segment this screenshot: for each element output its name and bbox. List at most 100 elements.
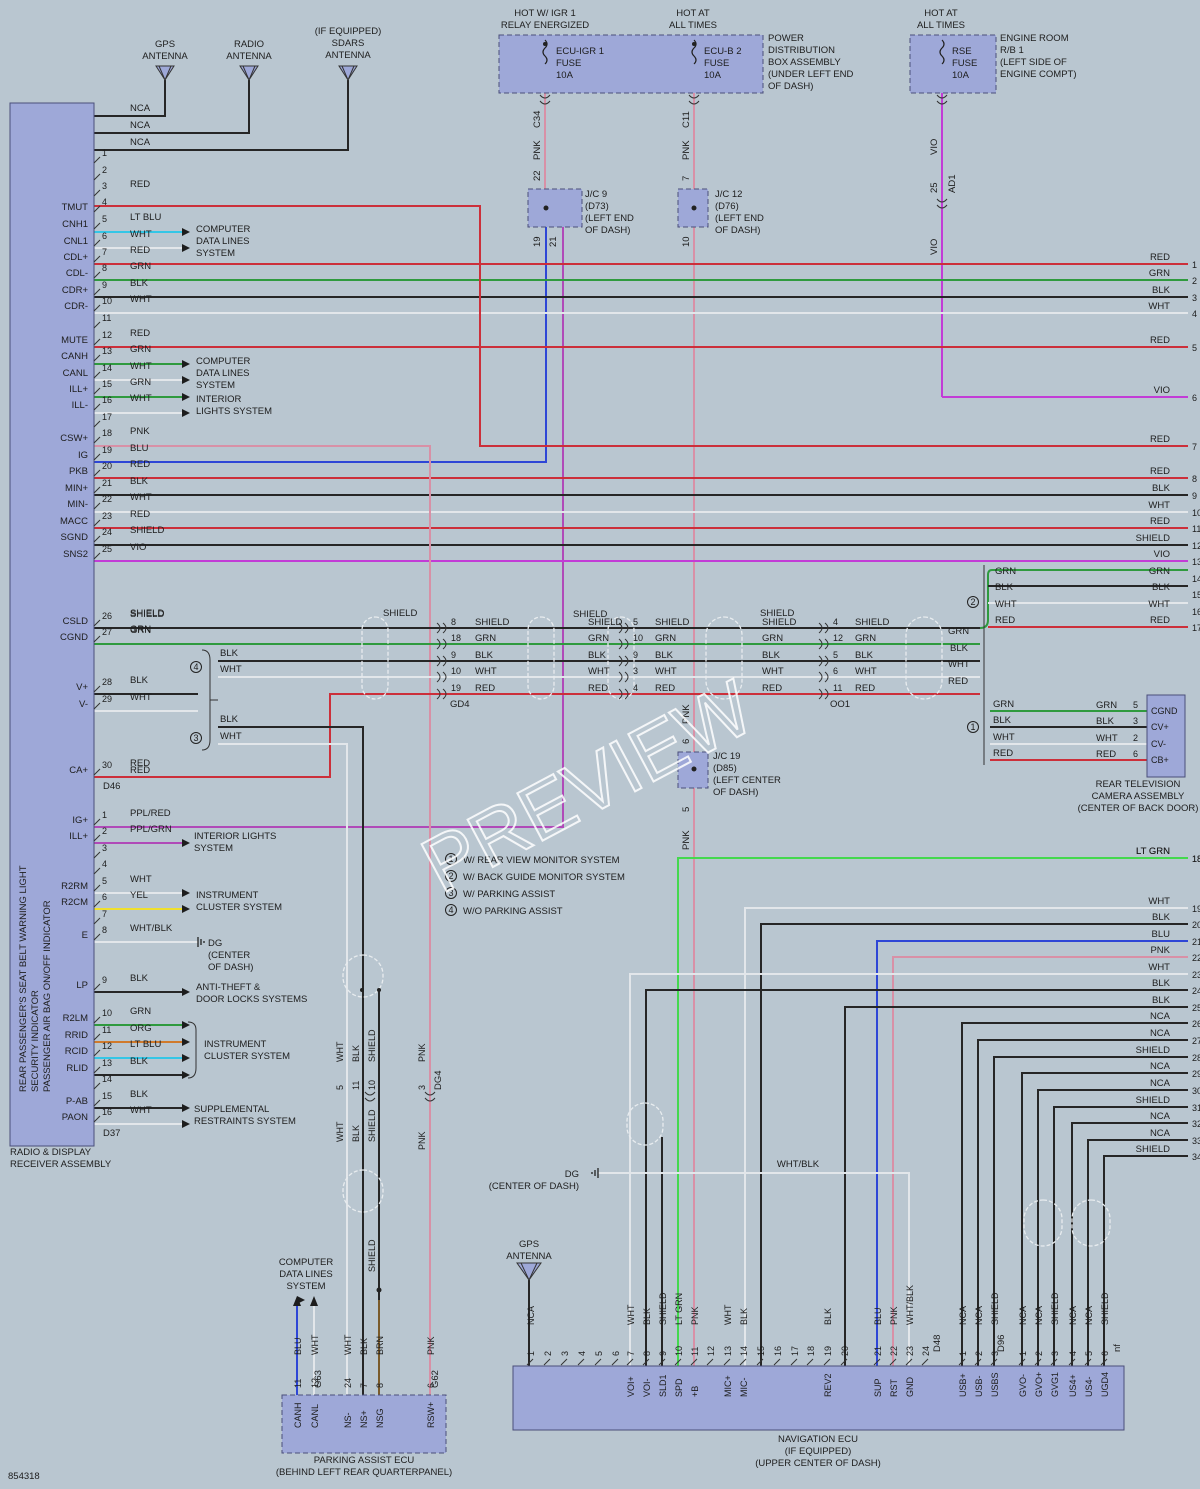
radio-pin-label: CANH: [61, 351, 88, 362]
pin-label: 19: [532, 236, 543, 247]
nav-wire-color: NCA: [1018, 1306, 1028, 1325]
radio-pin-number: 8: [102, 925, 107, 935]
right-edge-color: WHT: [1148, 599, 1170, 610]
wire-color-label: BLK: [762, 650, 781, 661]
right-edge-color: RED: [1150, 434, 1170, 445]
parking-pin-label: CANH: [293, 1402, 303, 1428]
shield-sleeve: [1023, 1199, 1063, 1247]
radio-pin-label: MACC: [60, 516, 88, 527]
option-4-icon: [190, 661, 202, 673]
nav-pin-label: GVG1: [1050, 1372, 1060, 1397]
wire-color-label: SHIELD: [475, 617, 509, 628]
nav-wire-color: SHIELD: [658, 1292, 668, 1325]
right-edge-number: 20: [1192, 920, 1200, 930]
wire-color-label: PPL/RED: [130, 808, 171, 819]
up-arrow-icon: [310, 1296, 318, 1306]
wire-color-label: ORG: [130, 1023, 152, 1034]
pin-tick-icon: [93, 1049, 101, 1057]
pin-tick-icon: [93, 453, 101, 461]
wire-color-label: WHT: [130, 294, 152, 305]
rotated-indicator-2: SECURITY INDICATOR: [30, 990, 41, 1092]
wire-color-label: RED: [655, 683, 675, 694]
wire-color-label: BLK: [351, 1125, 361, 1142]
connector-c34-label: C34: [532, 111, 543, 128]
wire-color-label: SHIELD: [130, 609, 164, 620]
pin-tick-icon: [93, 173, 101, 181]
pin-tick-icon: [1100, 1358, 1108, 1366]
engine-room-relay-block: [909, 34, 997, 94]
pin-tick-icon: [773, 1358, 781, 1366]
nav-wire-color: SHIELD: [1050, 1292, 1060, 1325]
pin-label: 10: [451, 666, 461, 676]
antenna-wire-color: NCA: [130, 103, 151, 114]
pin-tick-icon: [93, 685, 101, 693]
pin-tick-icon: [990, 1358, 998, 1366]
radio-pin-number: 24: [102, 527, 112, 537]
radio-pin-label: V+: [76, 682, 88, 693]
radio-pin-label: MIN-: [67, 499, 88, 510]
connector-break-icon: [618, 688, 629, 700]
nav-pin-number: 1: [958, 1351, 968, 1356]
pin-tick-icon: [690, 1358, 698, 1366]
pin-tick-icon: [543, 1358, 551, 1366]
parking-pin-label: NSG: [375, 1408, 385, 1428]
wire-color-label: VIO: [130, 542, 146, 553]
right-edge-number: 25: [1192, 1003, 1200, 1013]
camera-pin-number: 6: [1133, 749, 1138, 759]
connector-break-icon: [436, 688, 447, 700]
right-edge-color: RED: [1150, 466, 1170, 477]
connector-break-icon: [818, 622, 829, 634]
wire-pnk-label: PNK: [681, 704, 692, 724]
nav-pin-number: 4: [577, 1351, 587, 1356]
right-edge-number: 16: [1192, 607, 1200, 617]
pin-label: 5: [335, 1085, 345, 1090]
nav-pin-number: 19: [823, 1346, 833, 1356]
rotated-indicator-1: REAR PASSENGER'S SEAT BELT WARNING LIGHT: [18, 865, 29, 1092]
right-edge-color: SHIELD: [1136, 1095, 1170, 1106]
right-edge-number: 18: [1192, 854, 1200, 864]
wire-color-label: RED: [130, 459, 150, 470]
pin-label: 19: [451, 683, 461, 693]
parking-assist-ecu: [281, 1394, 447, 1454]
wire-color-label: GRN: [130, 377, 151, 388]
wire-color-label: SHIELD: [130, 525, 164, 536]
right-edge-number: 12: [1192, 541, 1200, 551]
tmut-wire: [94, 205, 1188, 447]
anti-theft-system: ANTI-THEFT &DOOR LOCKS SYSTEMS: [196, 982, 307, 1005]
splice-icon: [543, 205, 549, 211]
right-edge-number: 11: [1192, 524, 1200, 534]
wire-color-label: BLK: [855, 650, 874, 661]
shield-sleeve: [361, 616, 389, 700]
right-edge-number: 2: [1192, 276, 1197, 286]
right-edge-number: 3: [1192, 293, 1197, 303]
right-edge-color: WHT: [1148, 500, 1170, 511]
option-number: 3: [193, 733, 198, 743]
pin-tick-icon: [93, 933, 101, 941]
wire-color-label: BLK: [993, 715, 1012, 726]
arrow-icon: [182, 1021, 190, 1029]
pin-tick-icon: [577, 1358, 585, 1366]
option-number: 2: [970, 597, 975, 607]
nav-pin-label: SUP: [873, 1378, 883, 1397]
wire-color-label: WHT: [130, 229, 152, 240]
arrow-icon: [182, 393, 190, 401]
connector-oo1-label: OO1: [830, 699, 850, 710]
radio-pin-label: R2CM: [61, 897, 88, 908]
wire-color-label: SHIELD: [367, 1109, 377, 1142]
wire-color-label: BLK: [130, 973, 149, 984]
nav-wire-color: BLK: [823, 1308, 833, 1325]
nav-pin-label: GVO-: [1018, 1374, 1028, 1397]
right-edge-color: VIO: [1154, 549, 1170, 560]
right-edge-color: GRN: [1149, 566, 1170, 577]
pin-label: 25: [929, 182, 940, 193]
right-edge-color: LT GRN: [1136, 846, 1170, 857]
right-edge-color: NCA: [1150, 1078, 1171, 1089]
pin-tick-icon: [93, 834, 101, 842]
arrow-icon: [182, 1120, 190, 1128]
v-group3-blk: [218, 726, 364, 1370]
legend-text: W/O PARKING ASSIST: [463, 906, 563, 917]
right-edge-number: 31: [1192, 1103, 1200, 1113]
parking-pin-number: 24: [343, 1378, 353, 1388]
arrow-icon: [182, 905, 190, 913]
